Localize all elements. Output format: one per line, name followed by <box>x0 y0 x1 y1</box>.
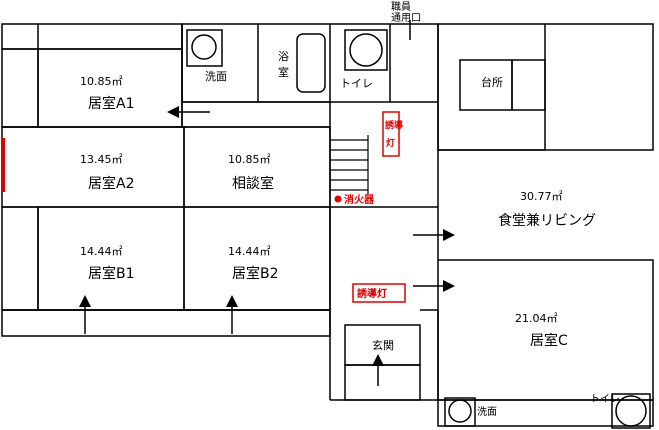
entrance-note-line2: 通用口 <box>391 12 421 24</box>
toilet-bottom-label: トイレ <box>590 394 620 405</box>
washbasin-bottom-label: 洗面 <box>477 406 497 418</box>
room-a1-area: 10.85㎡ <box>80 75 123 88</box>
genkan-label: 玄関 <box>372 338 394 352</box>
dining-name: 食堂兼リビング <box>498 212 596 229</box>
dining-area: 30.77㎡ <box>520 190 563 203</box>
room-a2-name: 居室A2 <box>88 175 134 192</box>
room-c-area: 21.04㎡ <box>515 312 558 325</box>
washbasin-top-label: 洗面 <box>205 70 227 83</box>
room-b1-name: 居室B1 <box>88 265 135 282</box>
bath-label-1: 浴 <box>278 50 289 63</box>
staircase <box>330 135 369 195</box>
bathtub-icon <box>296 33 326 93</box>
bath-label-2: 室 <box>278 65 289 79</box>
guide-light-box-1 <box>382 111 400 157</box>
room-c-name: 居室C <box>530 332 568 349</box>
toilet-top-label: トイレ <box>340 77 373 90</box>
kitchen-label: 台所 <box>481 75 503 89</box>
guide-light-box-2 <box>352 283 406 303</box>
consult-area: 10.85㎡ <box>228 153 271 166</box>
washbasin-icon <box>186 29 223 67</box>
washbasin-bottom-icon <box>444 397 476 427</box>
extinguisher-icon <box>334 195 342 203</box>
guide-light-1-line2: 灯 <box>386 137 395 149</box>
room-b1-area: 14.44㎡ <box>80 245 123 258</box>
extinguisher-label: 消火器 <box>344 193 375 206</box>
room-b2-area: 14.44㎡ <box>228 245 271 258</box>
consult-name: 相談室 <box>232 175 274 192</box>
evacuation-arrows <box>79 20 455 386</box>
room-b2-name: 居室B2 <box>232 265 279 282</box>
guide-light-2-label: 誘導灯 <box>357 287 387 300</box>
room-a2-area: 13.45㎡ <box>80 153 123 166</box>
guide-light-1-line1: 誘導 <box>385 119 403 131</box>
toilet-top-icon <box>344 29 388 71</box>
entrance-note-line1: 職員 <box>391 1 411 13</box>
room-a1-name: 居室A1 <box>88 95 134 112</box>
toilet-bottom-icon <box>611 393 651 429</box>
